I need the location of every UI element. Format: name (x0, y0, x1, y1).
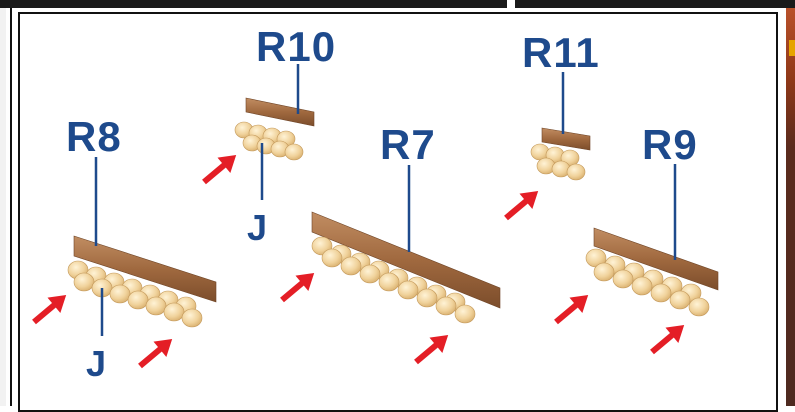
yellow-marker (789, 40, 795, 56)
part-r10 (234, 97, 315, 161)
leader-lines (94, 64, 677, 336)
arrows (32, 155, 685, 369)
arrow-r8-left (32, 295, 67, 325)
part-r9 (585, 227, 719, 317)
label-r8: R8 (66, 113, 122, 160)
arrow-r7-right (414, 335, 449, 365)
label-r10: R10 (256, 23, 337, 70)
left-border-line (10, 8, 12, 406)
part-r8 (67, 235, 217, 328)
left-margin-strip (0, 8, 6, 406)
label-j-top: J (247, 207, 269, 248)
label-j-bottom: J (86, 343, 108, 384)
arrow-r8-right (138, 339, 173, 369)
adjacent-photo-edge (786, 8, 795, 406)
arrow-r9-left (554, 295, 589, 325)
arrow-r7-left (280, 273, 315, 303)
arrow-r9-right (650, 325, 685, 355)
top-border-right (515, 0, 795, 8)
arrow-r10 (202, 155, 237, 185)
top-border-left (0, 0, 507, 8)
arrow-r11 (504, 191, 539, 221)
label-r9: R9 (642, 121, 698, 168)
part-r11 (530, 127, 591, 181)
part-r7 (311, 211, 501, 324)
label-r7: R7 (380, 121, 436, 168)
label-r11: R11 (522, 29, 600, 76)
